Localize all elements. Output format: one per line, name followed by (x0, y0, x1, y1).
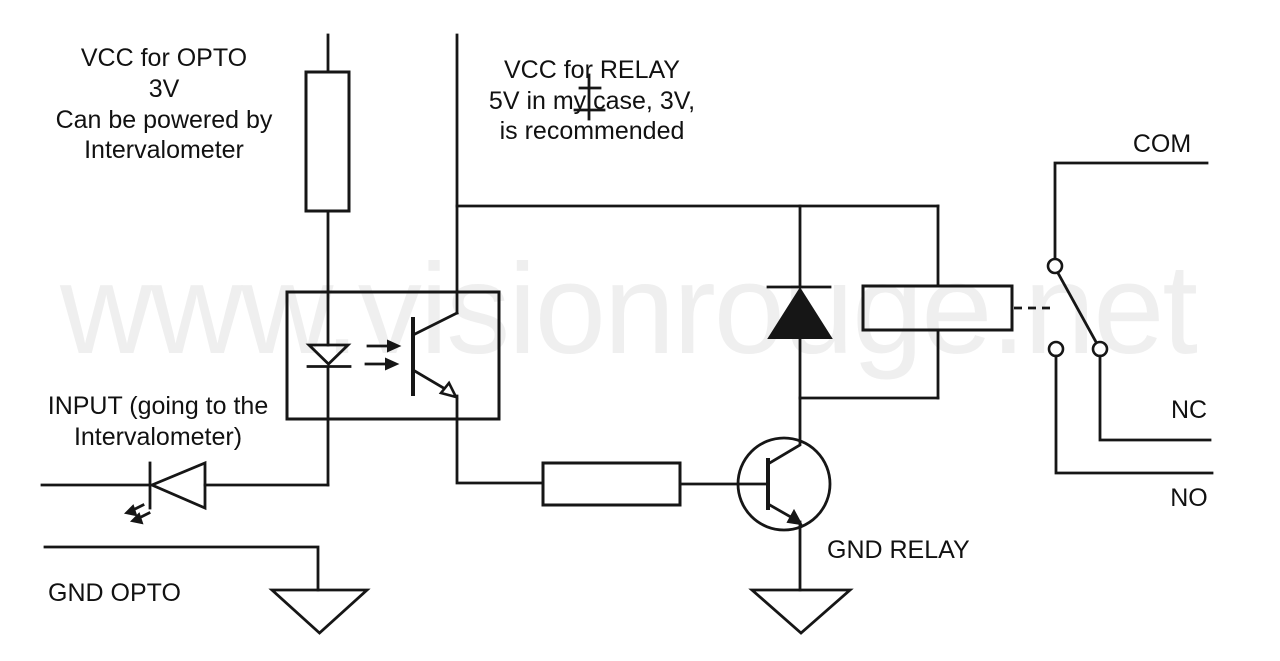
gnd-opto-label: GND OPTO (48, 579, 181, 607)
optocoupler (285, 290, 545, 487)
cross-mark-artifact (573, 73, 606, 121)
nc-contact-icon (1091, 340, 1109, 358)
base-resistor (541, 461, 770, 507)
flyback-diode (766, 204, 940, 400)
optocoupler-icon (285, 290, 501, 421)
gnd-relay-label: GND RELAY (827, 536, 970, 564)
pullup-resistor-icon (304, 70, 351, 213)
switch-arm (1056, 271, 1098, 344)
no-contact-icon (1047, 340, 1065, 358)
watermark-text: www.visionrouge.net (59, 238, 1197, 381)
com-contact-icon (1046, 257, 1064, 275)
wire-nc (1098, 354, 1212, 442)
relay-switch: COM NC NO (1046, 130, 1214, 512)
gnd-relay-ground-icon (748, 588, 854, 635)
gnd-opto-ground-icon (268, 588, 371, 635)
wire-collector (766, 396, 802, 466)
watermark: www.visionrouge.net (59, 238, 1199, 381)
vcc-opto-line4: Intervalometer (84, 136, 244, 164)
gnd-relay: GND RELAY (748, 536, 970, 635)
nc-label: NC (1171, 396, 1207, 424)
vcc-relay-line1: VCC for RELAY (504, 56, 680, 84)
gnd-opto: GND OPTO (43, 545, 371, 635)
npn-transistor (736, 396, 832, 592)
light-arrows-icon (364, 339, 402, 371)
opto-led-icon (305, 290, 352, 487)
led-emission-arrows-icon (123, 503, 151, 525)
vcc-opto-line2: 3V (149, 75, 180, 103)
no-label: NO (1170, 484, 1208, 512)
vcc-relay-rail (455, 33, 940, 315)
input-label: INPUT (going to the Intervalometer) (48, 392, 268, 451)
vcc-relay-line3: is recommended (500, 117, 685, 145)
wire-com (1053, 161, 1209, 261)
phototransistor-icon (411, 311, 545, 485)
com-label: COM (1133, 130, 1191, 158)
wire-no (1054, 354, 1214, 475)
emitter-arrowhead (438, 380, 459, 399)
input-line2: Intervalometer) (74, 423, 242, 451)
pullup-resistor (304, 33, 351, 294)
vcc-opto-label: VCC for OPTO 3V Can be powered by Interv… (56, 44, 273, 164)
input-led (40, 460, 330, 525)
input-led-icon (148, 460, 207, 511)
npn-transistor-icon (736, 436, 832, 532)
base-resistor-icon (541, 461, 682, 507)
vcc-opto-line3: Can be powered by (56, 106, 273, 134)
npn-emitter-arrowhead (786, 508, 803, 526)
vcc-opto-line1: VCC for OPTO (81, 44, 247, 72)
input-line1: INPUT (going to the (48, 392, 268, 420)
vcc-relay-label: VCC for RELAY 5V in my case, 3V, is reco… (489, 56, 695, 145)
wire-gnd-opto (43, 545, 320, 592)
wire-opto-emitter (455, 394, 545, 485)
relay-coil (861, 204, 1050, 400)
